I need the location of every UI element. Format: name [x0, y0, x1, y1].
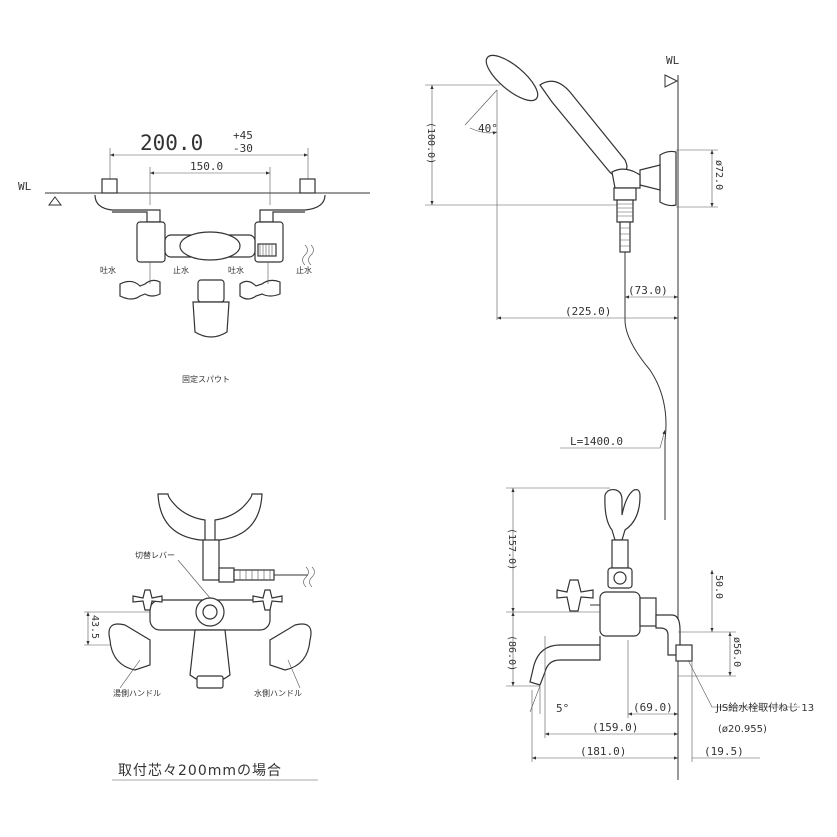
holder-left-arm: [157, 493, 206, 541]
wall-bracket: [659, 150, 677, 207]
top-body-center: [179, 231, 241, 261]
side-holder: [604, 488, 641, 541]
hose-curve: [624, 252, 667, 520]
front-spout: [189, 629, 231, 684]
thread-note-label: JIS給水栓取付ねじ 13: [715, 701, 814, 714]
label-stop-right: 止水: [296, 265, 312, 275]
dim-181-label: (181.0): [580, 745, 626, 758]
shower-hose-fitting: [616, 199, 634, 223]
cold-side-bowl: [269, 623, 312, 671]
hose-nut: [218, 567, 235, 583]
dim-19-5-label: (19.5): [704, 745, 744, 758]
dim-159-label: (159.0): [592, 721, 638, 734]
thread-dia-label: (ø20.955): [718, 724, 767, 735]
switch-lever-label: 切替レバー: [135, 550, 175, 560]
cold-handle-label: 水側ハンドル: [254, 688, 302, 698]
angle-5-label: 5°: [556, 702, 569, 715]
top-view: WL 200.0 +45 -30 150.0 吐水: [18, 129, 370, 384]
hot-handle-label: 湯側ハンドル: [113, 688, 161, 698]
front-right-cross-handle: [252, 589, 283, 611]
dim-73-label: (73.0): [628, 284, 668, 297]
right-handle: [239, 279, 281, 300]
side-wl-marker: [664, 74, 679, 88]
right-supply-nut: [299, 178, 316, 194]
mounting-caption: 取付芯々200mmの場合: [118, 763, 282, 779]
top-wl-label: WL: [18, 180, 32, 193]
dim-100-label: (100.0): [425, 122, 436, 164]
bracket-arm: [639, 164, 661, 191]
side-spout: [529, 636, 601, 686]
left-supply-nut: [101, 178, 118, 194]
label-spout-right: 吐水: [228, 265, 244, 275]
label-stop-left: 止水: [173, 265, 189, 275]
dim-43-5-label: 43.5: [89, 615, 100, 639]
angle-40-label: 40°: [478, 122, 498, 135]
dim-50-label: 50.0: [713, 575, 724, 599]
side-body: [599, 591, 641, 637]
shower-head: [485, 54, 539, 102]
front-view: 43.5 切替レバー 湯側ハンドル 水側ハンドル 取付芯々200mmの場合: [84, 493, 318, 781]
side-supply-elbow: [655, 614, 681, 656]
dim-225-label: (225.0): [565, 305, 611, 318]
dim-69-label: (69.0): [633, 701, 673, 714]
dim-200-tol-minus: -30: [233, 142, 253, 155]
shower-neck: [611, 168, 641, 189]
side-view: WL (100.0) 40° ø72.0 (73.0) (2: [425, 54, 814, 780]
dim-200-tol-plus: +45: [233, 129, 253, 142]
shower-handle: [539, 80, 628, 177]
fixed-spout-caption: 固定スパウト: [182, 374, 230, 384]
left-handle: [119, 279, 161, 300]
side-wl-label: WL: [666, 54, 680, 67]
dim-200-label: 200.0: [140, 131, 203, 155]
front-left-cross-handle: [132, 589, 163, 611]
shower-nut: [613, 187, 637, 201]
top-spout: [192, 301, 230, 338]
top-wl-marker: [48, 196, 62, 206]
side-cross-handle: [556, 579, 594, 612]
dim-72-label: ø72.0: [713, 160, 724, 190]
shower-hose-coil: [619, 221, 631, 253]
left-valve-body: [136, 221, 166, 263]
top-spout-base: [197, 279, 225, 303]
holder-stem: [202, 539, 220, 581]
hot-side-bowl: [108, 623, 151, 671]
side-holder-stem: [611, 539, 629, 569]
dim-86-label: (86.0): [506, 635, 517, 671]
dim-150-label: 150.0: [190, 160, 223, 173]
front-spout-tip: [196, 675, 224, 689]
dim-56-label: ø56.0: [731, 637, 742, 667]
holder-right-arm: [214, 493, 263, 541]
right-thread: [257, 243, 277, 257]
dim-157-label: (157.0): [506, 528, 517, 570]
side-body-nut: [639, 597, 657, 627]
side-supply-nut: [675, 644, 693, 662]
label-spout-left: 吐水: [100, 265, 116, 275]
hose-length-label: L=1400.0: [570, 435, 623, 448]
